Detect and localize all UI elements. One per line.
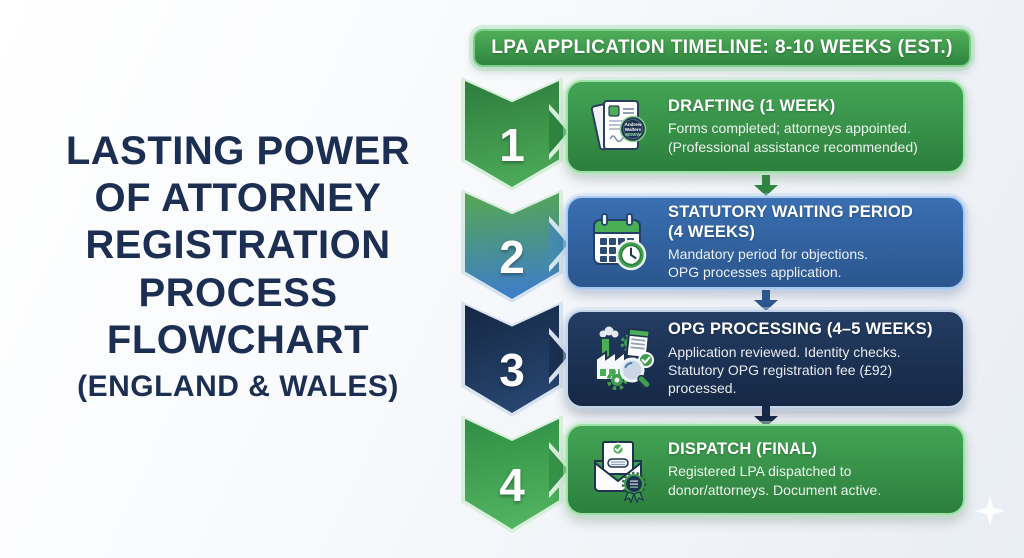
step-4-description: Registered LPA dispatched to donor/attor…	[668, 463, 882, 498]
timeline-banner: LPA APPLICATION TIMELINE: 8-10 WEEKS (ES…	[473, 29, 971, 67]
step-3-number: 3	[499, 344, 525, 396]
page-title: LASTING POWER OF ATTORNEY REGISTRATION P…	[28, 128, 448, 404]
sparkle-icon	[975, 496, 1005, 526]
step-3-title: OPG PROCESSING (4–5 WEEKS)	[668, 320, 933, 339]
step-2-title: STATUTORY WAITING PERIOD (4 WEEKS)	[668, 203, 913, 241]
lpa-forms-documents-icon: Andrew Walters MSWW	[584, 91, 656, 163]
step-1-number-chevron: 1	[461, 77, 563, 191]
step-3-description: Application reviewed. Identity checks. S…	[668, 343, 901, 397]
svg-text:Andrew: Andrew	[625, 122, 642, 127]
step-4-card: DISPATCH (FINAL) Registered LPA dispatch…	[566, 424, 965, 515]
svg-text:MSWW: MSWW	[625, 132, 641, 137]
step-2-card: STATUTORY WAITING PERIOD (4 WEEKS) Manda…	[566, 196, 965, 289]
step-4-number-chevron: 4	[461, 415, 563, 533]
step-2-number-chevron: 2	[461, 189, 563, 303]
step-4-title: DISPATCH (FINAL)	[668, 439, 818, 458]
step-1-description: Forms completed; attorneys appointed. (P…	[668, 120, 918, 155]
timeline-banner-label: LPA APPLICATION TIMELINE: 8-10 WEEKS (ES…	[491, 37, 953, 58]
step-3-number-chevron: 3	[461, 301, 563, 417]
svg-text:Walters: Walters	[625, 127, 642, 132]
step-2-description: Mandatory period for objections. OPG pro…	[668, 246, 868, 281]
factory-review-icon	[584, 323, 656, 395]
step-4-number: 4	[499, 459, 525, 511]
step-2-number: 2	[499, 231, 525, 283]
envelope-seal-icon	[584, 434, 656, 506]
page-title-region: (ENGLAND & WALES)	[77, 369, 399, 403]
page-title-text: LASTING POWER OF ATTORNEY REGISTRATION P…	[65, 129, 411, 362]
connector-arrow-2-icon	[754, 290, 778, 311]
step-1-number: 1	[499, 119, 525, 171]
calendar-clock-icon	[584, 207, 656, 279]
step-1-card: Andrew Walters MSWW DRAFTING (1 WEEK) Fo…	[566, 80, 965, 173]
connector-arrow-3-icon	[754, 406, 778, 427]
step-3-card: OPG PROCESSING (4–5 WEEKS) Application r…	[566, 310, 965, 408]
connector-arrow-1-icon	[754, 175, 778, 196]
step-1-title: DRAFTING (1 WEEK)	[668, 96, 836, 115]
